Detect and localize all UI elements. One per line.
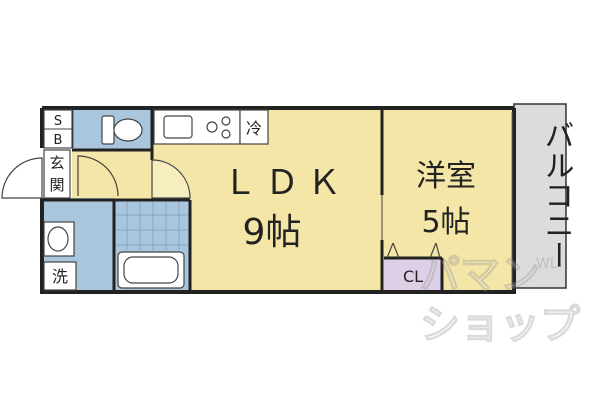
entrance-corridor-floor — [72, 148, 154, 200]
bathtub-icon — [117, 251, 185, 289]
bedroom-size-label: 5帖 — [421, 205, 470, 240]
washer-label: 洗 — [52, 267, 68, 286]
shoe-box-label-2: B — [54, 133, 63, 148]
ldk-size-label: 9帖 — [243, 212, 302, 253]
stove-icon — [206, 116, 231, 139]
watermark-text-2: ショップ — [420, 302, 580, 348]
ldk-door-swing — [151, 159, 191, 199]
watermark-text-small: WL — [536, 256, 558, 272]
bathroom-tile-grid — [114, 200, 190, 250]
sink-icon — [163, 115, 193, 139]
refrigerator-label: 冷 — [246, 119, 262, 138]
washer-box — [43, 261, 77, 291]
balcony-label: バルコニー — [539, 120, 574, 270]
entrance-label-2: 関 — [49, 176, 64, 194]
shoe-box-label-1: S — [54, 114, 62, 129]
corridor-door-swing — [77, 155, 119, 197]
closet-door-marks — [386, 242, 441, 259]
walls — [40, 106, 516, 294]
bedroom-name-label: 洋室 — [416, 159, 476, 194]
closet-floor — [384, 258, 442, 290]
ldk-name-label: ＬＤＫ — [223, 163, 349, 203]
refrigerator-box — [239, 109, 269, 145]
closet-label: CL — [403, 267, 423, 286]
watermark-text-1: パマン — [420, 252, 540, 298]
toilet-icon — [101, 115, 143, 145]
entrance-label-box — [43, 149, 71, 199]
entrance-label-1: 玄 — [49, 154, 64, 172]
watermark: パマン WL ショップ — [419, 251, 580, 348]
washbasin-icon — [43, 221, 75, 257]
entrance-door-swing — [1, 157, 43, 199]
